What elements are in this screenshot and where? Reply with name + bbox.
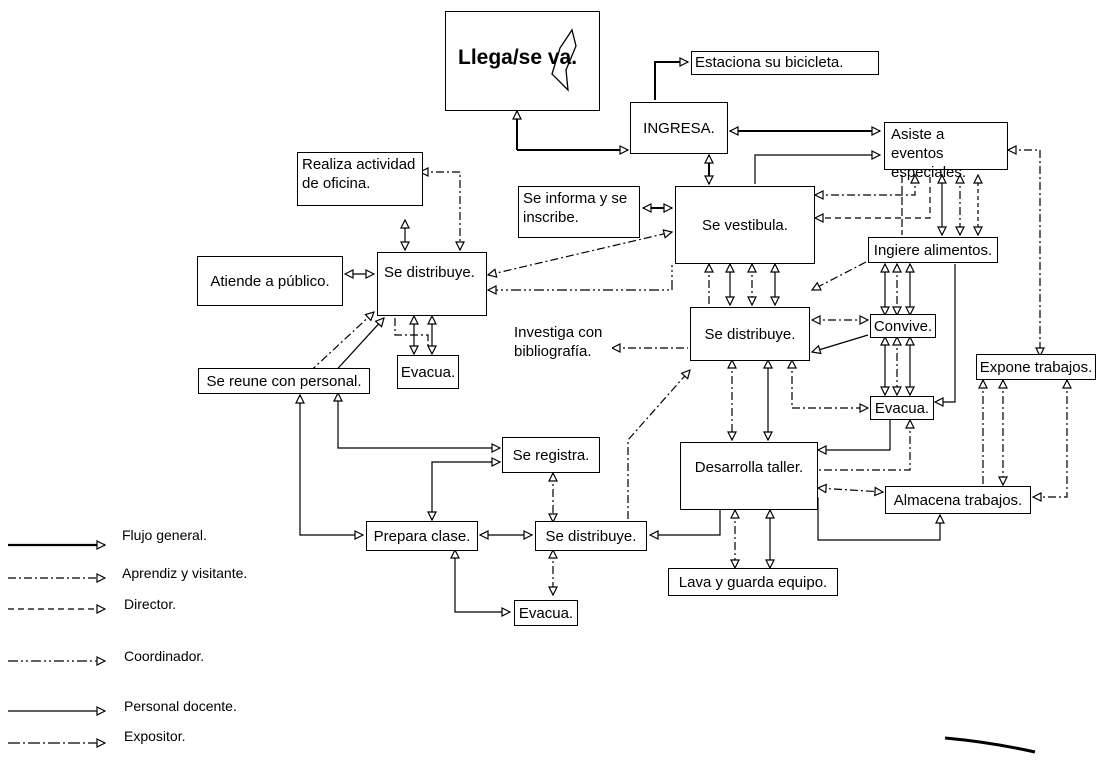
node-realiza: Realiza actividad de oficina.	[297, 152, 423, 206]
node-distribuye1-label: Se distribuye.	[384, 264, 475, 281]
node-lava-label: Lava y guarda equipo.	[678, 573, 828, 591]
node-distribuye3-label: Se distribuye.	[545, 527, 637, 545]
legend-label-coordinador: Coordinador.	[124, 648, 205, 664]
node-expone-label: Expone trabajos.	[979, 358, 1093, 376]
node-distribuye2-label: Se distribuye.	[704, 325, 796, 343]
node-reune: Se reune con personal.	[198, 368, 370, 394]
pen-stroke-icon	[551, 28, 577, 92]
node-convive-label: Convive.	[873, 317, 933, 335]
node-vestibula: Se vestibula.	[675, 186, 815, 264]
node-evacua1: Evacua.	[397, 355, 459, 389]
node-investiga: Investiga con bibliografía.	[512, 321, 612, 375]
legend-label-general: Flujo general.	[122, 527, 207, 543]
node-estaciona: Estaciona su bicicleta.	[691, 51, 879, 75]
legend-label-docente: Personal docente.	[124, 698, 237, 714]
node-investiga-label: Investiga con bibliografía.	[514, 324, 603, 360]
node-registra: Se registra.	[502, 437, 600, 473]
node-informa: Se informa y se inscribe.	[518, 186, 640, 238]
node-ingiere-label: Ingiere alimentos.	[873, 241, 993, 259]
node-atiende-label: Atiende a público.	[210, 272, 330, 290]
legend-label-expositor: Expositor.	[124, 728, 186, 744]
node-llega-label: Llega/se va.	[458, 46, 578, 69]
node-asiste: Asiste a eventos especiales.	[884, 122, 1008, 181]
node-realiza-label: Realiza actividad de oficina.	[302, 156, 416, 192]
node-reune-label: Se reune con personal.	[206, 372, 362, 390]
legend-label-aprendiz: Aprendiz y visitante.	[122, 565, 248, 581]
node-desarrolla-label: Desarrolla taller.	[694, 458, 804, 476]
node-distribuye3: Se distribuye.	[535, 521, 647, 551]
node-ingiere: Ingiere alimentos.	[868, 237, 998, 263]
node-prepara: Prepara clase.	[366, 521, 478, 551]
node-llega: Llega/se va.	[445, 11, 600, 111]
node-vestibula-label: Se vestibula.	[702, 216, 788, 234]
node-registra-label: Se registra.	[512, 446, 590, 464]
node-distribuye1: Se distribuye.	[377, 252, 487, 316]
node-expone: Expone trabajos.	[976, 354, 1096, 380]
node-evacua1-label: Evacua.	[400, 363, 456, 381]
node-desarrolla: Desarrolla taller.	[680, 442, 818, 510]
node-evacua2-label: Evacua.	[874, 399, 930, 417]
node-almacena-label: Almacena trabajos.	[893, 491, 1023, 509]
node-evacua3: Evacua.	[514, 600, 578, 626]
node-atiende: Atiende a público.	[197, 256, 343, 306]
node-ingresa: INGRESA.	[630, 102, 728, 154]
node-ingresa-label: INGRESA.	[643, 119, 715, 137]
node-informa-label: Se informa y se inscribe.	[523, 190, 628, 226]
node-asiste-label: Asiste a eventos especiales.	[891, 126, 967, 181]
node-evacua3-label: Evacua.	[518, 604, 574, 622]
node-lava: Lava y guarda equipo.	[668, 568, 838, 596]
node-almacena: Almacena trabajos.	[885, 486, 1031, 514]
node-estaciona-label: Estaciona su bicicleta.	[695, 54, 844, 71]
node-distribuye2: Se distribuye.	[690, 307, 810, 361]
node-prepara-label: Prepara clase.	[373, 527, 471, 545]
node-convive: Convive.	[870, 314, 936, 338]
node-evacua2: Evacua.	[870, 396, 934, 420]
legend-label-director: Director.	[124, 596, 177, 612]
